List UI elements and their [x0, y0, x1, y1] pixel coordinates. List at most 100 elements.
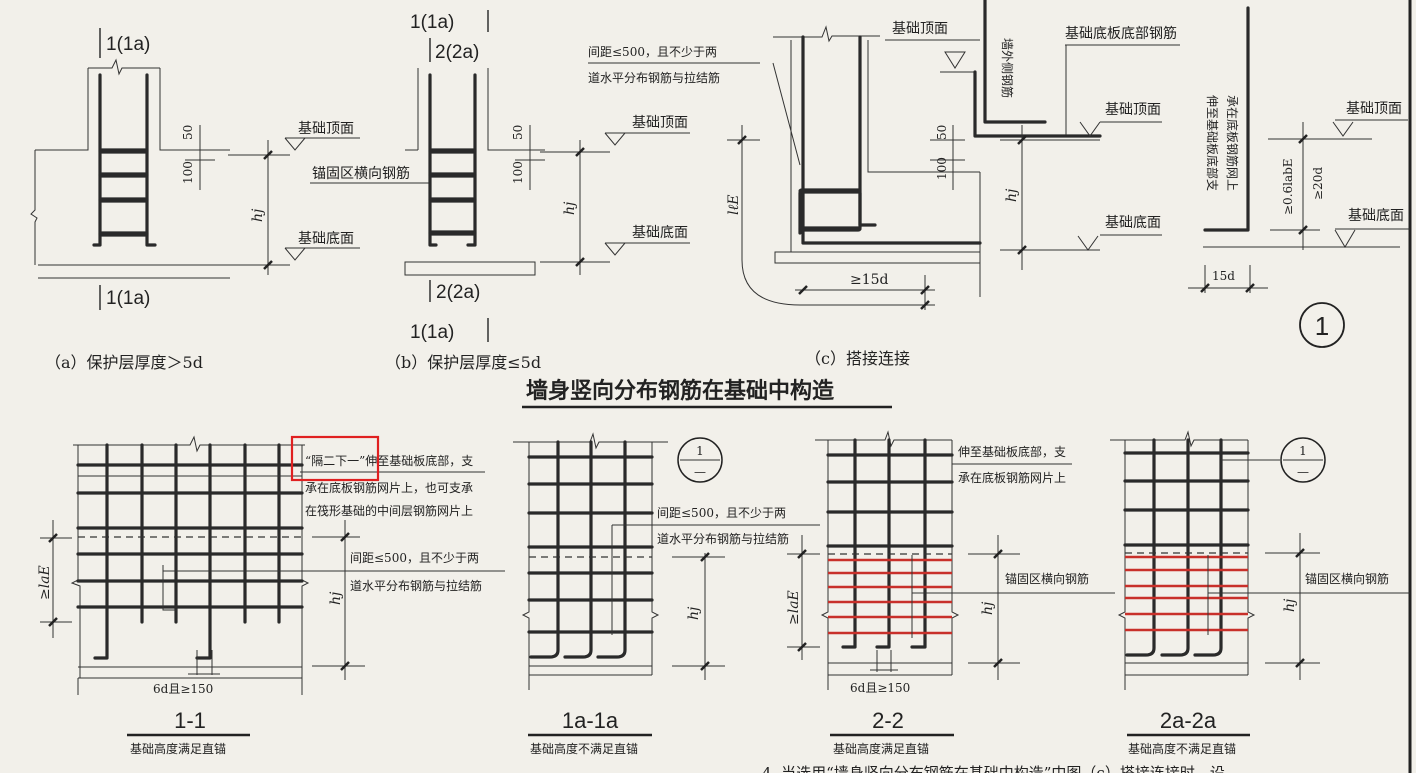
level-labels-bc: 基础顶面 基础底面 hj: [540, 114, 690, 275]
anchor-bars-label: 锚固区横向钢筋: [312, 165, 410, 182]
note-line-1: 间距≤500，且不少于两: [588, 45, 717, 59]
dim-100: 100: [935, 157, 949, 180]
marker-bottom: —: [1297, 465, 1309, 479]
marker-top: 1: [1299, 444, 1307, 458]
hj-label: hj: [980, 601, 996, 615]
section-1-1: “隔二下一”伸至基础板底部，支 承在底板钢筋网片上，也可支承 在筏形基础的中间层…: [37, 435, 505, 756]
vertical-rebars: [529, 440, 627, 659]
caption-a: （a）保护层厚度＞5d: [45, 353, 203, 372]
bottom-face-label: 基础底面: [632, 224, 688, 241]
bent-rebar: [1203, 6, 1250, 232]
note-line-2: 承在底板钢筋网上: [1225, 95, 1240, 191]
section-subtitle: 基础高度满足直锚: [833, 741, 929, 756]
spacing-line-2: 道水平分布钢筋与拉结筋: [350, 578, 482, 593]
dim-6d: 6d且≥150: [850, 681, 910, 695]
hj-label: hj: [1004, 188, 1020, 202]
anchor-bars-label: 锚固区横向钢筋: [1005, 571, 1089, 586]
vertical-rebars: [1125, 438, 1223, 657]
wall-outline: [773, 25, 981, 297]
footer-note: 4. 当选用“墙身竖向分布钢筋在基础中构造”中图（c）搭接连接时，设: [762, 764, 1225, 773]
outer-bar-label: 墙外侧钢筋: [1000, 38, 1015, 98]
top-face-label: 基础顶面: [892, 20, 948, 37]
section-mark-top: 1(1a): [106, 34, 150, 55]
level-triangle-icon: [604, 132, 626, 146]
detail-1: 伸至基础板底部支 承在底板钢筋网上 基础顶面 基础底面 ≥0.6labE ≥20…: [1188, 6, 1410, 348]
top-face-label: 基础顶面: [1346, 100, 1402, 117]
dim-06labE: ≥0.6labE: [1281, 158, 1295, 215]
wall-outline: [30, 68, 230, 279]
anchor-bars-label: 锚固区横向钢筋: [1305, 571, 1389, 586]
section-mark-bottom-2: 2(2a): [436, 282, 480, 303]
section-title: 1a-1a: [562, 708, 619, 733]
dim-50: 50: [935, 125, 949, 140]
dim-100: 100: [181, 161, 195, 184]
break-line: [88, 58, 160, 76]
stirrups: [428, 148, 477, 236]
level-triangle-icon: [604, 242, 626, 256]
spacing-line-2: 道水平分布钢筋与拉结筋: [657, 531, 789, 546]
horizontal-rebars: [76, 463, 304, 609]
detail-marker: [677, 437, 723, 483]
note-line-1: 伸至基础板底部支: [1205, 95, 1220, 191]
dim-50: 50: [511, 125, 525, 140]
vertical-rebars: [841, 438, 927, 649]
vertical-rebars: [92, 73, 157, 247]
vertical-rebars: [428, 73, 477, 247]
bottom-face-label: 基础底面: [1348, 207, 1404, 224]
section-mark-bottom-1: 1(1a): [410, 322, 454, 343]
detail-marker: [1299, 302, 1345, 348]
detail-marker-label: 1: [1315, 311, 1329, 341]
top-face-label-2: 基础顶面: [1105, 101, 1161, 118]
stirrups: [798, 188, 862, 232]
note-line-1: 伸至基础板底部，支: [958, 444, 1066, 459]
section-mark-top-2: 2(2a): [435, 42, 479, 63]
note-line-1: “隔二下一”伸至基础板底部，支: [305, 453, 473, 468]
lae-label: ≥laE: [37, 565, 53, 600]
level-triangle-icon: [940, 51, 975, 73]
note-line-2: 承在底板钢筋网片上，也可支承: [305, 480, 473, 495]
horizontal-rebars: [527, 455, 654, 634]
bottom-face-label: 基础底面: [1105, 214, 1161, 231]
stirrups: [98, 148, 149, 237]
bottom-face-label: 基础底面: [298, 230, 354, 247]
detail-b: 1(1a) 2(2a) 50 100 2(2a) 1(1a) （b）保护层厚度≤…: [385, 10, 545, 372]
detail-marker: [1280, 437, 1326, 483]
note-line-2: 承在底板钢筋网片上: [958, 470, 1066, 485]
section-2-2: 伸至基础板底部，支 承在底板钢筋网片上 锚固区横向钢筋 hj ≥laE 6d且≥…: [786, 430, 1115, 756]
lle-label: lℓE: [726, 194, 742, 215]
top-face-label: 基础顶面: [298, 120, 354, 137]
hj-label: hj: [686, 606, 702, 620]
vertical-rebars: [93, 443, 281, 660]
lae-label: ≥laE: [786, 590, 802, 625]
level-triangle-icon: [284, 137, 306, 151]
section-title: 1-1: [174, 708, 206, 733]
section-1a-1a: 1 — 间距≤500，且不少于两 道水平分布钢筋与拉结筋 hj 1a-1a 基础…: [513, 432, 820, 756]
highlight-box: [290, 435, 380, 482]
dim-line: [185, 125, 215, 190]
anchor-zone-red-bars: [828, 558, 952, 635]
anchor-zone-red-bars: [1125, 555, 1248, 632]
top-face-label: 基础顶面: [632, 114, 688, 131]
hj-label: hj: [562, 201, 578, 215]
dim-100: 100: [511, 161, 525, 184]
main-title: 墙身竖向分布钢筋在基础中构造: [526, 378, 834, 404]
level-labels-ab: 基础顶面 锚固区横向钢筋 基础底面 hj: [228, 120, 430, 275]
dim-15d: 15d: [1212, 269, 1235, 283]
section-mark-bottom: 1(1a): [106, 288, 150, 309]
horizontal-rebars: [826, 453, 954, 548]
caption-b: （b）保护层厚度≤5d: [385, 353, 541, 372]
section-title: 2a-2a: [1160, 708, 1217, 733]
level-triangle-icon: [284, 247, 306, 261]
hj-label: hj: [328, 591, 344, 605]
hj-label: hj: [1282, 598, 1298, 612]
spacing-line-1: 间距≤500，且不少于两: [657, 506, 786, 520]
note-line-3: 在筏形基础的中间层钢筋网片上: [305, 503, 473, 518]
section-title: 2-2: [872, 708, 904, 733]
horizontal-rebars: [1123, 451, 1250, 547]
hj-label: hj: [250, 208, 266, 222]
spacing-line-1: 间距≤500，且不少于两: [350, 551, 479, 565]
outer-wall-rebars: [973, 0, 1102, 138]
caption-c: （c）搭接连接: [805, 349, 910, 368]
marker-top: 1: [696, 444, 704, 458]
